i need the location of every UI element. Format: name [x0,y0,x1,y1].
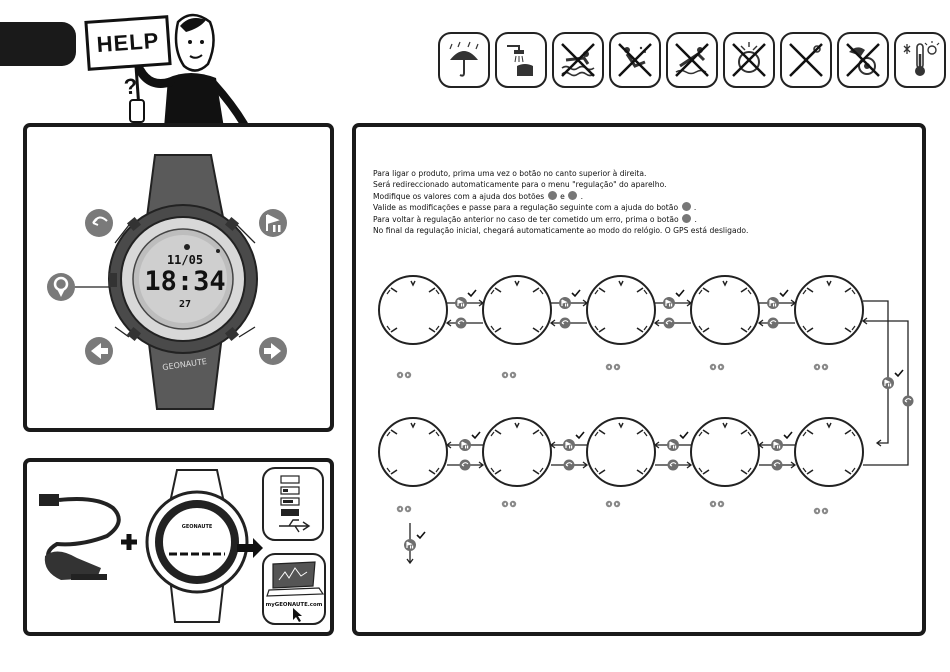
watch-date: 11/05 [167,253,203,267]
instruction-line: Para ligar o produto, prima uma vez o bo… [373,169,647,178]
header-tab [0,22,76,66]
setup-step-watch [794,417,864,487]
back-button-icon [85,209,113,237]
charging-panel: GEONAUTE myGEONAUTE.com [23,458,334,636]
no-swimming-icon [552,32,604,88]
watch-buttons-panel: 11/05 18:34 27 GEONAUTE [23,123,334,432]
back-icon [682,213,692,223]
umbrella-icon [438,32,490,88]
watch-illustration: 11/05 18:34 27 GEONAUTE [47,154,287,410]
watch-back-brand: GEONAUTE [182,524,213,530]
usb-plug-icon [39,494,59,506]
cursor-icon [293,608,302,622]
instruction-line: Para voltar à regulação anterior no caso… [373,213,697,224]
temperature-range-icon [894,32,946,88]
website-label: myGEONAUTE.com [266,602,323,608]
setup-flow-diagram [378,275,915,565]
usb-symbol-icon [279,519,311,533]
warning-icons-row [438,32,946,88]
gps-button-icon [47,273,75,301]
instruction-line: Valide as modificações e passe para a re… [373,202,697,213]
setup-step-watch [482,417,552,487]
charging-clip-icon [44,551,101,580]
no-tools-icon [780,32,832,88]
no-drop-icon [723,32,775,88]
left-arrow-icon [547,190,557,200]
no-solvent-icon [837,32,889,88]
setup-step-watch [482,275,552,345]
watch-time: 18:34 [144,266,225,297]
help-character-illustration [129,13,255,139]
setup-instructions-panel: Para ligar o produto, prima uma vez o bo… [352,123,926,636]
shower-icon [495,32,547,88]
setup-step-watch [690,417,760,487]
instruction-line: No final da regulação inicial, chegará a… [373,226,749,236]
setup-step-watch [794,275,864,345]
setup-step-watch [586,275,656,345]
no-impact-icon [609,32,661,88]
validate-button-icon [259,209,287,237]
instructions-text: Para ligar o produto, prima uma vez o bo… [373,168,918,236]
no-diving-icon [666,32,718,88]
setup-step-watch [378,417,448,487]
charging-illustration: GEONAUTE myGEONAUTE.com [39,467,326,625]
right-arrow-button-icon [259,337,287,365]
setup-step-watch [378,275,448,345]
validate-icon [681,202,691,212]
watch-seconds: 27 [179,299,191,310]
right-arrow-icon [568,190,578,200]
setup-step-watch [690,275,760,345]
instruction-line: Modifique os valores com a ajuda dos bot… [373,190,584,201]
laptop-icon [272,561,316,589]
setup-step-watch [586,417,656,487]
left-arrow-button-icon [85,337,113,365]
instruction-line: Será redireccionado automaticamente para… [373,180,667,190]
